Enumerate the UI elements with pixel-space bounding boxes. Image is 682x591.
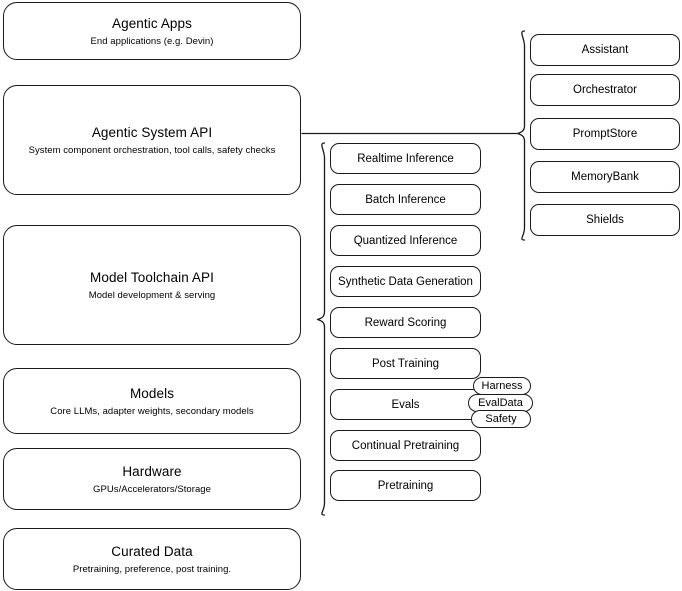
toolchain-item-continual-pretraining[interactable]: Continual Pretraining — [330, 430, 481, 461]
evals-badge-label: Harness — [481, 379, 523, 392]
layer-title: Agentic Apps — [111, 15, 192, 31]
toolchain-item-realtime-inference[interactable]: Realtime Inference — [330, 143, 481, 174]
toolchain-item-label: Pretraining — [377, 479, 434, 492]
system-components-brace — [516, 30, 526, 241]
system-item-memorybank[interactable]: MemoryBank — [530, 161, 680, 193]
system-item-assistant[interactable]: Assistant — [530, 34, 680, 66]
toolchain-item-quantized-inference[interactable]: Quantized Inference — [330, 225, 481, 256]
layer-card-model-toolchain-api[interactable]: Model Toolchain API Model development & … — [3, 225, 301, 345]
layer-subtitle: Pretraining, preference, post training. — [72, 563, 232, 575]
toolchain-item-label: Post Training — [371, 357, 440, 370]
toolchain-item-label: Quantized Inference — [353, 234, 458, 247]
layer-subtitle: System component orchestration, tool cal… — [28, 144, 276, 156]
toolchain-item-label: Synthetic Data Generation — [338, 275, 473, 288]
layer-card-curated-data[interactable]: Curated Data Pretraining, preference, po… — [3, 528, 301, 590]
toolchain-item-synthetic-data-generation[interactable]: Synthetic Data Generation — [330, 266, 481, 297]
system-item-label: MemoryBank — [571, 171, 639, 183]
toolchain-item-label: Realtime Inference — [357, 152, 454, 165]
layer-card-agentic-apps[interactable]: Agentic Apps End applications (e.g. Devi… — [3, 2, 301, 60]
toolchain-item-reward-scoring[interactable]: Reward Scoring — [330, 307, 481, 338]
evals-badge-safety[interactable]: Safety — [471, 410, 531, 428]
toolchain-item-batch-inference[interactable]: Batch Inference — [330, 184, 481, 215]
layer-subtitle: GPUs/Accelerators/Storage — [93, 483, 211, 495]
toolchain-item-pretraining[interactable]: Pretraining — [330, 470, 481, 501]
layer-card-hardware[interactable]: Hardware GPUs/Accelerators/Storage — [3, 448, 301, 510]
layer-title: Hardware — [122, 463, 182, 479]
evals-badge-label: EvalData — [478, 396, 523, 409]
toolchain-item-label: Reward Scoring — [364, 316, 447, 329]
layer-card-models[interactable]: Models Core LLMs, adapter weights, secon… — [3, 368, 301, 434]
system-item-shields[interactable]: Shields — [530, 204, 680, 236]
system-item-label: PromptStore — [572, 128, 638, 140]
layer-title: Agentic System API — [91, 124, 213, 140]
system-item-label: Assistant — [581, 44, 629, 56]
toolchain-item-evals[interactable]: Evals — [330, 389, 481, 420]
system-item-label: Orchestrator — [573, 84, 637, 96]
system-item-label: Shields — [586, 214, 624, 226]
system-item-promptstore[interactable]: PromptStore — [530, 118, 680, 150]
toolchain-item-post-training[interactable]: Post Training — [330, 348, 481, 379]
layer-title: Curated Data — [111, 543, 193, 559]
evals-badge-label: Safety — [485, 412, 517, 425]
layer-title: Models — [129, 385, 175, 401]
toolchain-item-label: Batch Inference — [365, 193, 446, 206]
toolchain-item-label: Evals — [391, 398, 420, 411]
evals-badge-harness[interactable]: Harness — [473, 377, 531, 395]
layer-title: Model Toolchain API — [90, 269, 214, 285]
layer-subtitle: Model development & serving — [88, 289, 216, 301]
system-item-orchestrator[interactable]: Orchestrator — [530, 74, 680, 106]
layer-subtitle: End applications (e.g. Devin) — [90, 35, 214, 47]
layer-subtitle: Core LLMs, adapter weights, secondary mo… — [50, 405, 254, 417]
layer-card-agentic-system-api[interactable]: Agentic System API System component orch… — [3, 85, 301, 195]
toolchain-item-label: Continual Pretraining — [351, 439, 460, 452]
toolchain-components-brace — [316, 142, 326, 516]
